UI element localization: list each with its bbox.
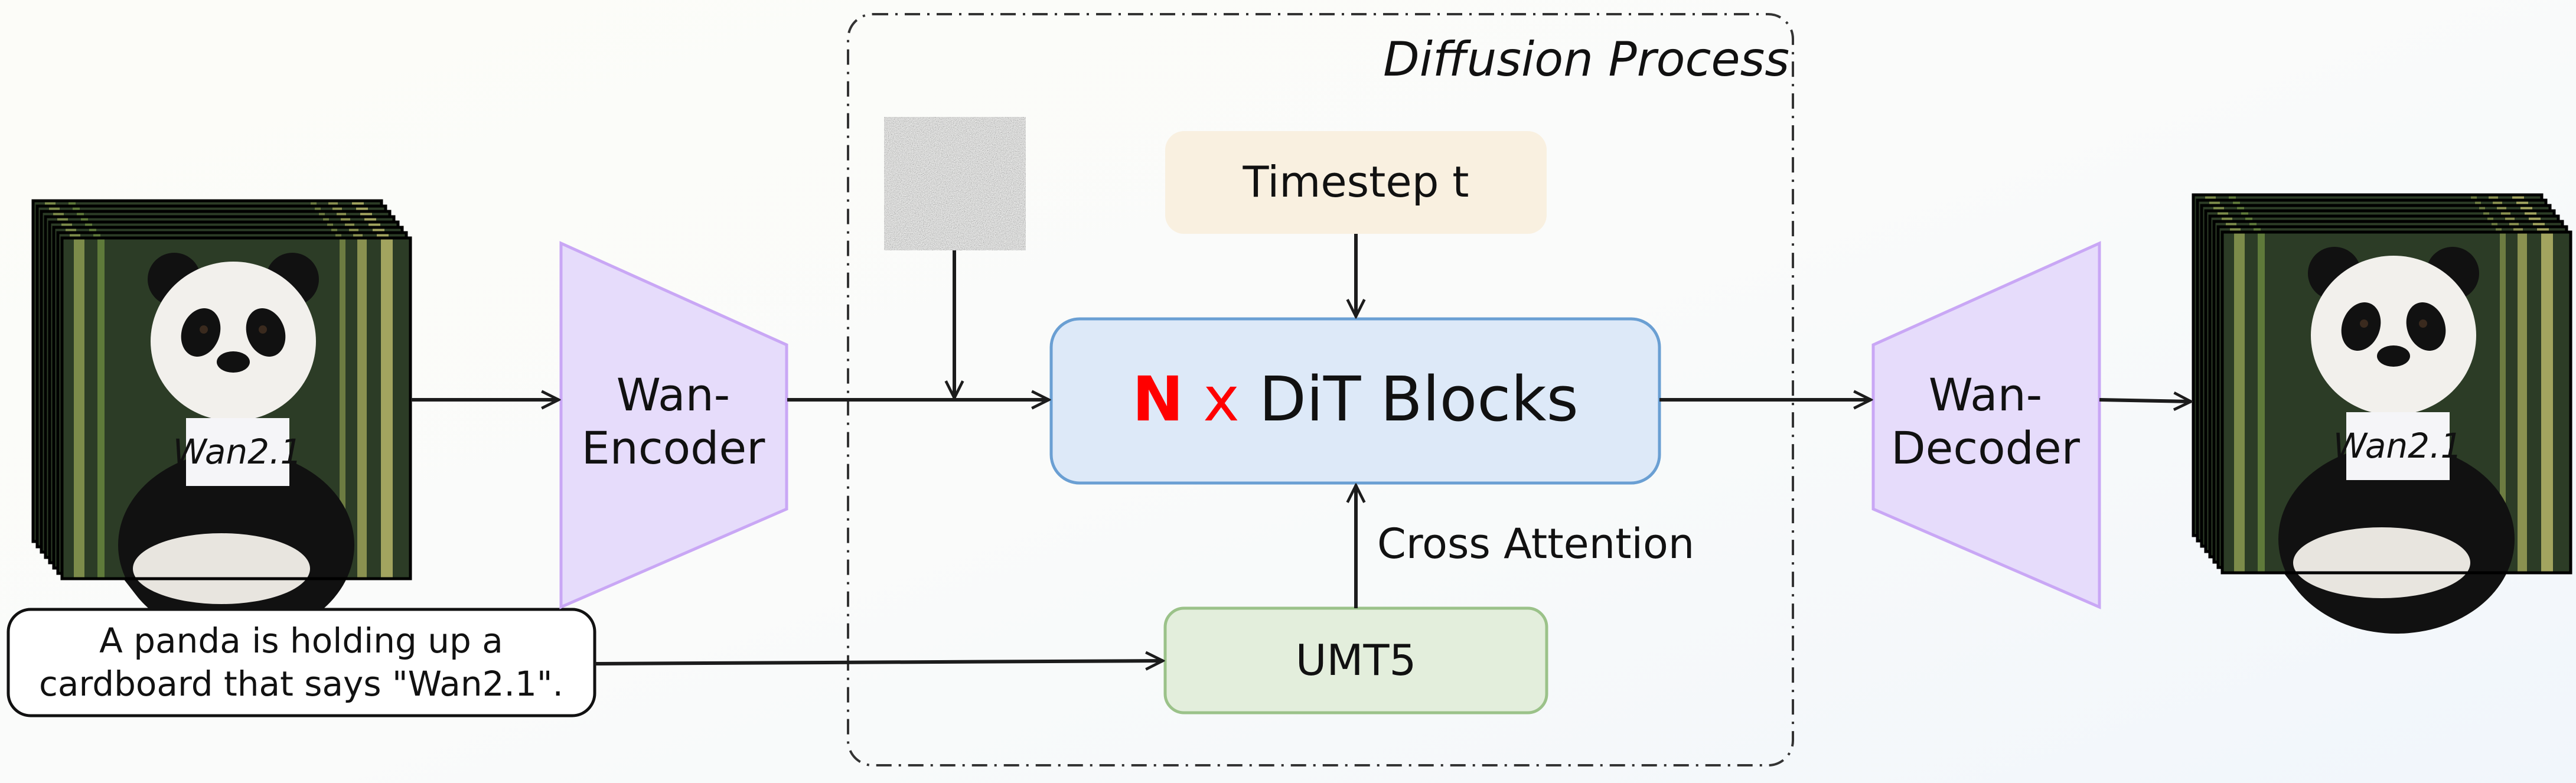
dit-blocks-label: DiT Blocks: [1259, 363, 1579, 435]
sign-text: Wan2.1: [173, 432, 302, 472]
video-frame-front: Wan2.1: [60, 236, 412, 640]
prompt-text-line2: cardboard that says "Wan2.1".: [39, 664, 563, 704]
video-frame-front: Wan2.1: [2220, 230, 2572, 634]
umt5-label: UMT5: [1296, 635, 1417, 685]
diffusion-process-label: Diffusion Process: [1383, 32, 1789, 87]
prompt-text-line1: A panda is holding up a: [99, 621, 503, 661]
decoder-label-line1: Wan-: [1929, 368, 2042, 421]
decoder-label-line2: Decoder: [1891, 422, 2081, 474]
sign-text: Wan2.1: [2333, 426, 2463, 466]
wan-encoder: [559, 241, 788, 609]
dit-count: N: [1132, 363, 1183, 435]
dit-label: N x DiT Blocks: [1132, 363, 1579, 435]
encoder-label-line2: Encoder: [582, 422, 765, 474]
dit-times: x: [1203, 363, 1240, 435]
input-video-frames: Wan2.1: [31, 199, 412, 640]
timestep-label: Timestep t: [1242, 157, 1469, 207]
diffusion-process-region: [847, 13, 1794, 766]
arrow-prompt-to-umt5: [594, 661, 1163, 664]
wan-decoder: [1871, 241, 2101, 609]
output-video-frames: Wan2.1: [2192, 193, 2572, 634]
noise-latent: [884, 117, 1026, 250]
arrow-decoder-to-video: [2099, 400, 2191, 402]
cross-attention-label: Cross Attention: [1377, 520, 1694, 568]
encoder-label-line1: Wan-: [617, 368, 730, 421]
timestep-box: [1165, 131, 1547, 234]
